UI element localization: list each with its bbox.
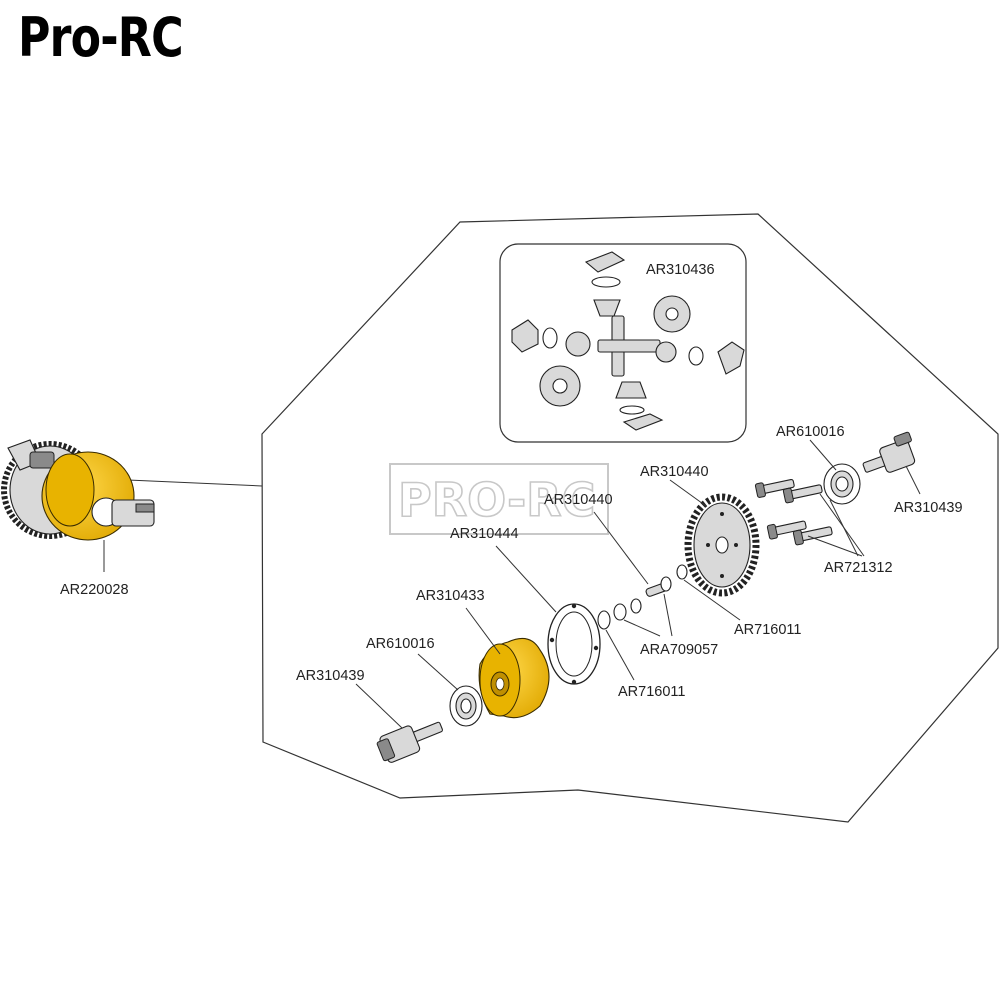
screws-group: AR721312 <box>754 478 893 576</box>
label-outdrive-right: AR310439 <box>894 500 963 516</box>
bearing-right <box>823 463 861 505</box>
top-spider-gear <box>593 299 621 317</box>
top-shim <box>584 251 626 273</box>
outdrive-right-cup <box>879 439 916 473</box>
callout-connector <box>127 479 263 487</box>
watermark-box: PRO-RC <box>389 463 609 535</box>
label-gasket: AR310444 <box>450 526 519 542</box>
label-ring-gear: AR310440 <box>640 464 709 480</box>
cross-pin-horizontal <box>597 339 661 353</box>
brand-logo-text: Pro-RC <box>18 6 184 69</box>
washer-a <box>660 576 672 592</box>
bottom-washer <box>619 405 645 415</box>
label-bearing-right: AR610016 <box>776 424 845 440</box>
label-washer-mid: ARA709057 <box>640 642 718 658</box>
label-pin: AR310440 <box>544 492 613 508</box>
label-screws: AR721312 <box>824 560 893 576</box>
left-outdrive-group: AR310439 <box>296 668 443 763</box>
right-outdrive-group: AR610016 AR310439 <box>776 424 963 516</box>
right-washer <box>688 346 704 366</box>
assembled-differential: AR220028 <box>1 439 155 598</box>
washer-d <box>613 603 627 621</box>
pin-and-washers: AR310440 AR716011 ARA709057 AR716011 <box>544 492 801 700</box>
top-washer <box>591 276 621 288</box>
spider-gears-inset: AR310436 <box>499 243 747 443</box>
label-washer-right: AR716011 <box>734 622 801 638</box>
label-bearing-left: AR610016 <box>366 636 435 652</box>
right-shim <box>717 341 745 375</box>
left-spider-gear <box>565 331 591 357</box>
diff-case: AR310433 <box>416 588 550 719</box>
callout-outline <box>261 213 999 823</box>
left-washer <box>542 327 558 349</box>
bottom-shim <box>622 413 664 431</box>
label-washer-left: AR716011 <box>618 684 685 700</box>
ring-gear: AR310440 <box>640 464 760 597</box>
label-case: AR310433 <box>416 588 485 604</box>
label-spider-gears: AR310436 <box>646 262 715 278</box>
gasket: AR310444 <box>450 526 601 685</box>
washer-c <box>630 598 642 614</box>
washer-e <box>597 610 611 630</box>
washer-b <box>676 564 688 580</box>
left-shim <box>511 319 539 353</box>
watermark-text: PRO-RC <box>398 473 595 527</box>
bottom-spider-gear <box>615 381 647 399</box>
label-outdrive-left: AR310439 <box>296 668 365 684</box>
right-spider-gear <box>655 341 677 363</box>
bearing-left: AR610016 <box>366 636 483 727</box>
label-assembly: AR220028 <box>60 582 129 598</box>
